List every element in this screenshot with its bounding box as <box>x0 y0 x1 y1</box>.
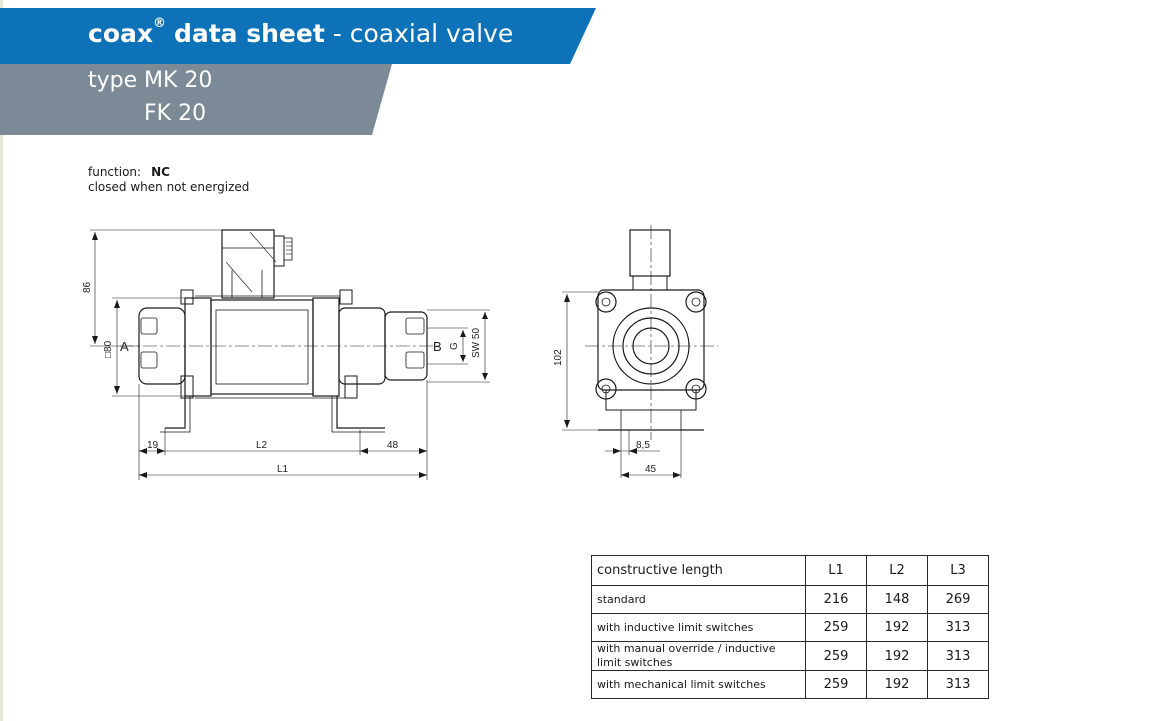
dim-thread: G <box>449 342 460 350</box>
row-l1: 216 <box>805 585 867 614</box>
header-constructive-length: constructive length <box>591 555 806 586</box>
dim-right-offset: 48 <box>387 440 399 451</box>
dim-l1: L1 <box>277 464 289 475</box>
front-view <box>562 225 718 478</box>
doc-type: data sheet <box>173 19 325 48</box>
port-b-label: B <box>433 339 442 354</box>
registered-mark: ® <box>153 16 166 31</box>
function-description: closed when not energized <box>88 180 250 194</box>
row-l2: 192 <box>866 670 928 699</box>
port-a-label: A <box>120 339 129 354</box>
model-mk20: MK 20 <box>144 68 213 93</box>
header-l2: L2 <box>866 555 928 586</box>
row-name: with inductive limit switches <box>591 613 806 642</box>
side-view <box>90 229 490 480</box>
row-l2: 148 <box>866 585 928 614</box>
dim-front-height: 102 <box>553 349 564 366</box>
title-separator: - <box>324 19 350 48</box>
page-edge-line <box>0 0 3 721</box>
function-label: function: <box>88 165 142 179</box>
dim-height-total: 86 <box>82 281 93 293</box>
row-l1: 259 <box>805 613 867 642</box>
brand-name: coax <box>88 19 153 48</box>
row-l3: 313 <box>927 670 989 699</box>
front-connector <box>629 229 671 277</box>
header-grey-band <box>0 64 392 135</box>
doc-subtitle: coaxial valve <box>349 19 514 48</box>
header-l1: L1 <box>805 555 867 586</box>
dim-square: □80 <box>103 340 114 358</box>
header-l3: L3 <box>927 555 989 586</box>
dim-l2: L2 <box>256 440 268 451</box>
header-blue-band <box>0 8 596 64</box>
type-label: type <box>88 68 138 93</box>
row-l3: 269 <box>927 585 989 614</box>
function-code: NC <box>151 165 170 179</box>
dim-left-offset: 19 <box>147 440 159 451</box>
dim-hole-spacing: 45 <box>645 464 657 475</box>
row-l2: 192 <box>866 613 928 642</box>
row-l1: 259 <box>805 641 867 671</box>
dim-foot-width: 8,5 <box>636 440 650 451</box>
row-l2: 192 <box>866 641 928 671</box>
row-name: with manual override / inductive limit s… <box>591 641 806 671</box>
table-header-row: constructive length L1 L2 L3 <box>591 555 989 586</box>
row-l1: 259 <box>805 670 867 699</box>
constructive-length-table: constructive length L1 L2 L3 standard 21… <box>591 555 989 699</box>
row-name: standard <box>591 585 806 614</box>
table-row: standard 216 148 269 <box>591 585 989 614</box>
table-row: with manual override / inductive limit s… <box>591 641 989 671</box>
row-l3: 313 <box>927 641 989 671</box>
function-info: function: NC closed when not energized <box>88 165 249 195</box>
row-name: with mechanical limit switches <box>591 670 806 699</box>
model-fk20: FK 20 <box>144 101 207 126</box>
table-row: with mechanical limit switches 259 192 3… <box>591 670 989 699</box>
page-title: coax® data sheet - coaxial valve <box>88 16 514 48</box>
dim-wrench: SW 50 <box>471 328 482 358</box>
table-row: with inductive limit switches 259 192 31… <box>591 613 989 642</box>
row-l3: 313 <box>927 613 989 642</box>
